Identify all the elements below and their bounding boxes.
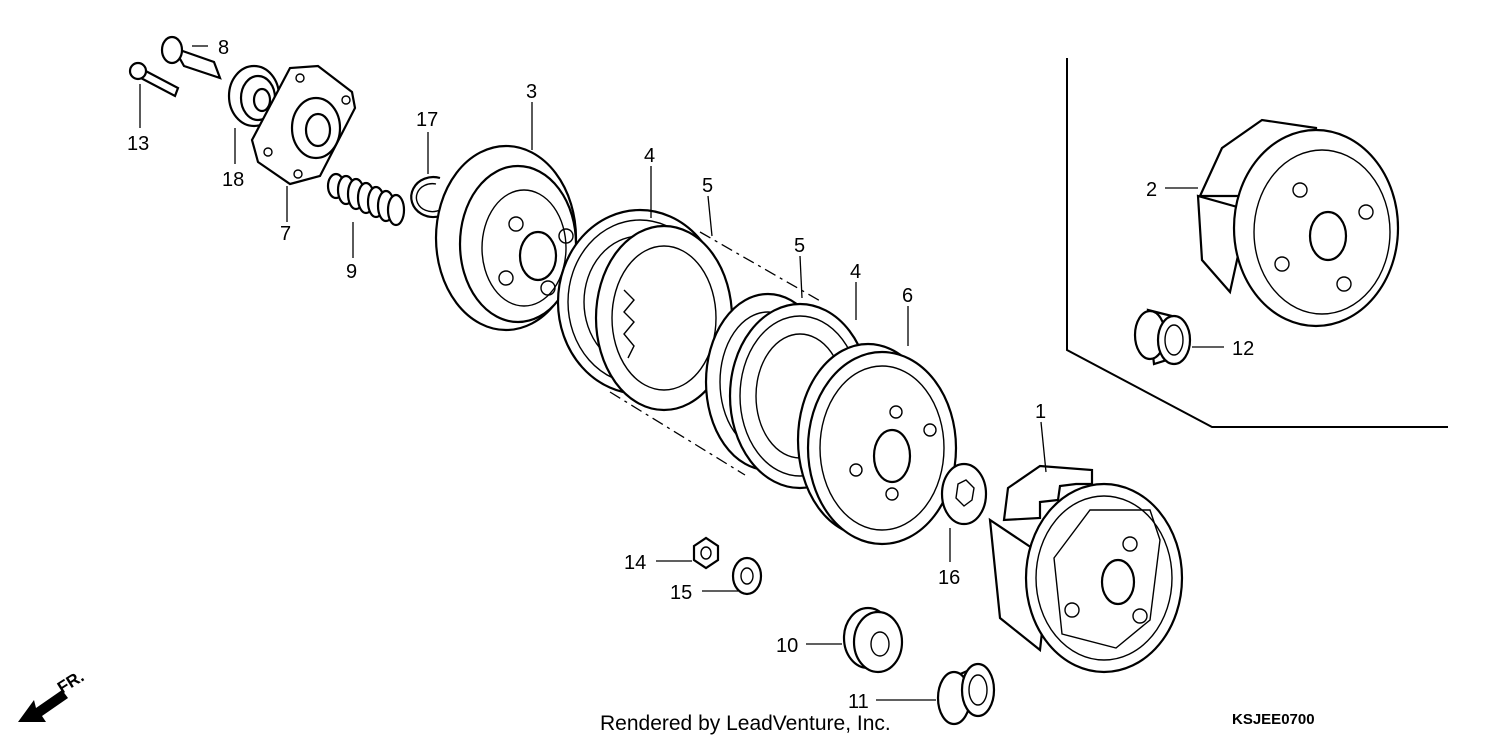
part-6-pressure-plate: [796, 342, 958, 546]
diagram-code: KSJEE0700: [1232, 711, 1315, 728]
render-credit: Rendered by LeadVenture, Inc.: [600, 712, 891, 735]
part-11-collar: [936, 662, 996, 726]
part-13-bolt: [128, 61, 180, 98]
part-2-clutch-outer-inset: [1196, 118, 1400, 328]
callout-4-lower: 4: [850, 261, 861, 283]
callout-11: 11: [848, 691, 869, 713]
callout-6: 6: [902, 285, 913, 307]
guide-line-lower: [609, 391, 746, 476]
leader-lines: [139, 45, 1224, 701]
part-15-washer: [731, 556, 763, 596]
callout-1: 1: [1035, 401, 1046, 423]
callout-5-upper: 5: [702, 175, 713, 197]
part-10-drive-gear: [842, 606, 904, 674]
callout-3: 3: [526, 81, 537, 103]
callout-7: 7: [280, 223, 291, 245]
part-3-clutch-center: [434, 144, 578, 332]
callout-14: 14: [624, 552, 646, 574]
callout-13: 13: [127, 133, 149, 155]
part-9-spring: [326, 172, 406, 227]
part-1-clutch-outer: [988, 464, 1184, 674]
callout-8: 8: [218, 37, 229, 59]
callout-12: 12: [1232, 338, 1254, 360]
callout-10: 10: [776, 635, 798, 657]
callout-4-upper: 4: [644, 145, 655, 167]
callout-15: 15: [670, 582, 692, 604]
part-7-lifter-plate: [250, 64, 357, 186]
part-5-clutch-plate-upper: [594, 224, 734, 412]
part-14-nut: [692, 536, 720, 570]
callout-5-lower: 5: [794, 235, 805, 257]
callout-2: 2: [1146, 179, 1157, 201]
callout-17: 17: [416, 109, 438, 131]
callout-16: 16: [938, 567, 960, 589]
part-8-bolt: [160, 35, 222, 80]
part-12-collar: [1133, 308, 1192, 366]
callout-18: 18: [222, 169, 244, 191]
part-16-lock-washer: [940, 462, 988, 526]
front-direction-arrow: FR.: [18, 667, 87, 722]
inset-frame: [1066, 58, 1448, 428]
callout-9: 9: [346, 261, 357, 283]
